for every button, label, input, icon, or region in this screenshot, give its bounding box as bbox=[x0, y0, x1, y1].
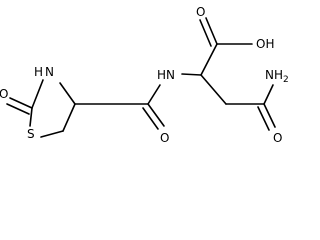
atom-nh2-subscript: 2 bbox=[283, 75, 289, 85]
bond-c2-o-2 bbox=[6, 103, 30, 115]
bond-camide-o-1 bbox=[147, 103, 165, 127]
atom-nh2: NH2 bbox=[265, 68, 289, 85]
atom-ring-s: S bbox=[27, 127, 35, 141]
atom-ring-n: N bbox=[45, 65, 54, 79]
bond-camide2-o-2 bbox=[257, 106, 270, 131]
amide-linker bbox=[74, 84, 165, 130]
atom-ring-h: H bbox=[34, 65, 43, 79]
bond-c4-n3 bbox=[59, 82, 76, 105]
atom-acid-o: O bbox=[196, 5, 205, 19]
asparagine-backbone bbox=[181, 17, 276, 131]
bond-calpha-cbeta bbox=[200, 74, 227, 105]
bond-ccooh-o-1 bbox=[205, 17, 218, 45]
bond-c2-s bbox=[29, 107, 33, 127]
bond-camide-o-2 bbox=[142, 107, 159, 130]
bond-s-c5 bbox=[40, 130, 64, 138]
atom-terminal-o: O bbox=[273, 131, 282, 145]
bond-n3-c2 bbox=[31, 79, 44, 109]
bond-camide2-nh2 bbox=[263, 84, 274, 105]
bond-camide2-o-1 bbox=[263, 103, 276, 128]
bond-camide-nh bbox=[147, 84, 161, 105]
thiazolidinone-ring bbox=[6, 79, 76, 138]
atom-ring-oxo-o: O bbox=[0, 87, 8, 101]
atom-nh2-main: NH bbox=[265, 68, 283, 82]
bond-nh-calpha bbox=[181, 73, 202, 76]
atom-amide-o: O bbox=[160, 131, 169, 145]
bond-c5-c4 bbox=[62, 103, 76, 132]
atom-amide-hn: HN bbox=[157, 68, 175, 82]
bond-c2-o-1 bbox=[9, 97, 33, 109]
chemical-structure: O H N S HN O OH O NH2 O bbox=[0, 5, 289, 145]
atom-acid-oh: OH bbox=[256, 37, 274, 51]
bond-calpha-ccooh bbox=[200, 43, 218, 76]
bond-ccooh-o-2 bbox=[199, 19, 212, 47]
